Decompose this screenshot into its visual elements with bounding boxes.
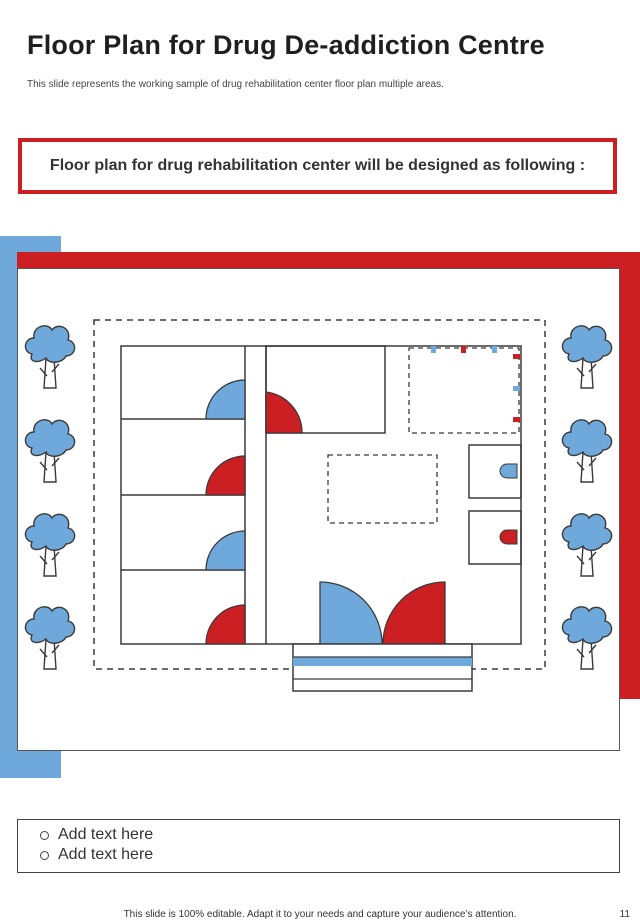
- page-title: Floor Plan for Drug De-addiction Centre: [27, 30, 545, 60]
- bullet-circle-icon: [40, 850, 49, 860]
- chair-marker: [513, 354, 520, 359]
- list-item: Add text here: [40, 825, 619, 845]
- footer-text: This slide is 100% editable. Adapt it to…: [123, 909, 517, 920]
- office-room: [265, 345, 386, 434]
- tree-icon: [561, 325, 613, 389]
- notes-box: Add text here Add text here: [17, 819, 620, 873]
- page-subtitle: This slide represents the working sample…: [27, 79, 444, 90]
- chair-marker: [492, 346, 497, 353]
- tree-icon: [24, 325, 76, 389]
- tree-icon: [561, 419, 613, 483]
- tree-icon: [24, 419, 76, 483]
- tree-icon: [24, 513, 76, 577]
- callout-text: Floor plan for drug rehabilitation cente…: [49, 157, 586, 174]
- tree-icon: [24, 606, 76, 670]
- entrance-steps: [292, 643, 473, 692]
- door-swing-icon: [205, 530, 246, 571]
- door-swing-icon: [319, 581, 383, 645]
- door-swing-icon: [205, 379, 246, 420]
- washroom: [468, 510, 522, 565]
- door-swing-icon: [205, 604, 246, 645]
- page-number: 11: [619, 909, 630, 920]
- tree-icon: [561, 606, 613, 670]
- toilet-icon: [499, 529, 518, 545]
- chair-marker: [431, 346, 436, 353]
- list-item: Add text here: [40, 845, 619, 865]
- door-swing-icon: [382, 581, 446, 645]
- chair-marker: [461, 346, 466, 353]
- common-table: [327, 454, 438, 524]
- bullet-circle-icon: [40, 830, 49, 840]
- toilet-icon: [499, 463, 518, 479]
- entrance-mat: [293, 657, 472, 666]
- callout-box: Floor plan for drug rehabilitation cente…: [18, 138, 617, 194]
- note-text[interactable]: Add text here: [58, 846, 154, 863]
- floor-plan-diagram: [24, 319, 613, 692]
- note-text[interactable]: Add text here: [58, 826, 154, 843]
- chair-marker: [513, 417, 520, 422]
- door-swing-icon: [265, 391, 303, 434]
- door-swing-icon: [205, 455, 246, 496]
- chair-marker: [513, 386, 520, 391]
- tree-icon: [561, 513, 613, 577]
- washroom: [468, 444, 522, 499]
